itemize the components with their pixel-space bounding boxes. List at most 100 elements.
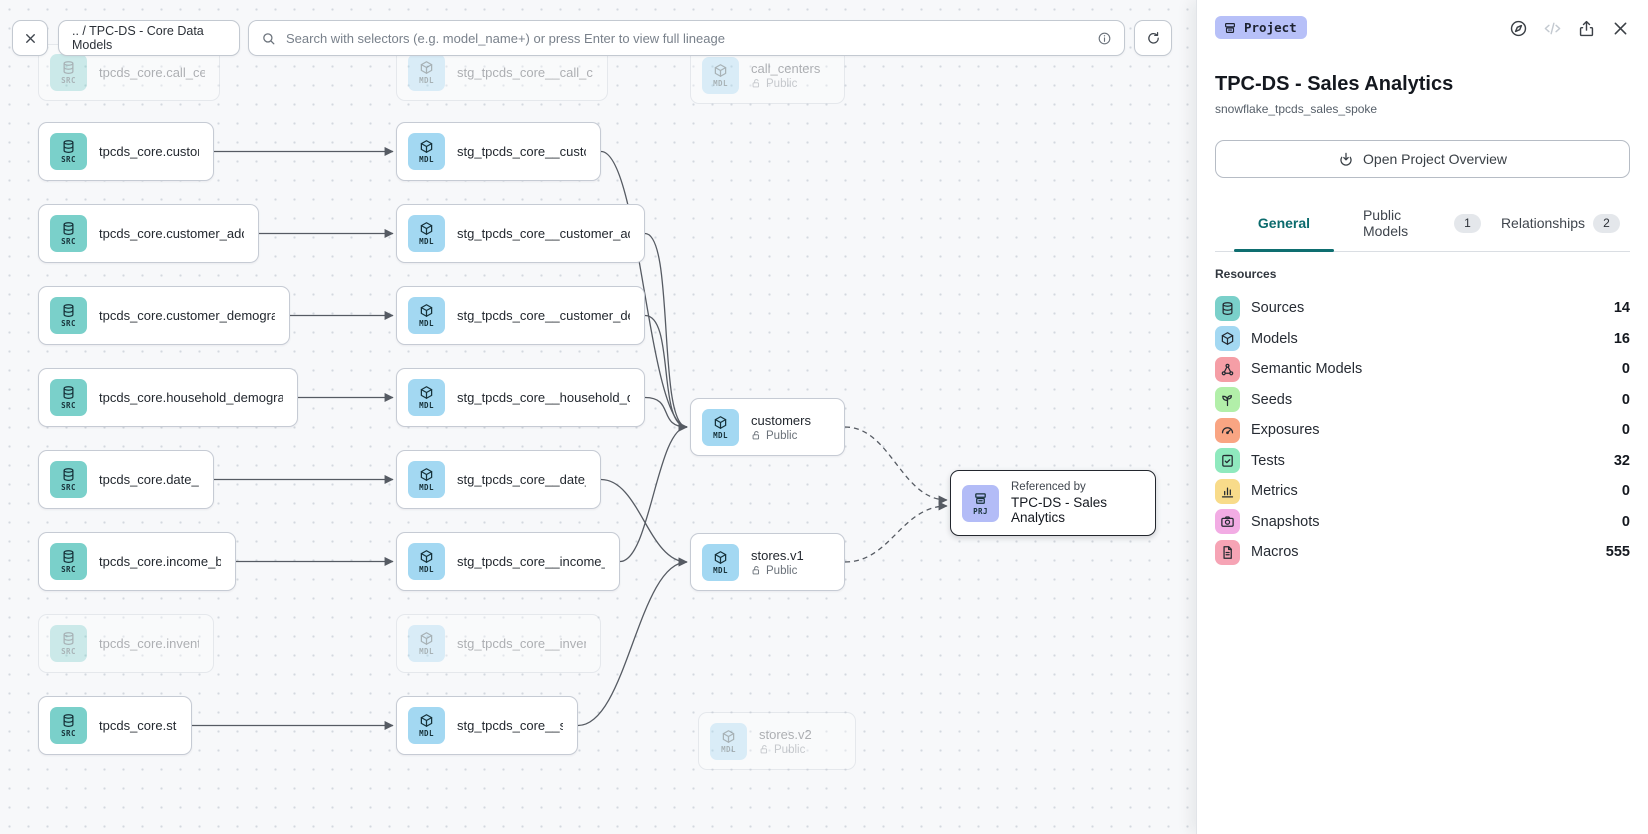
node-label: stg_tpcds_core__customer_address [457, 226, 630, 241]
resource-label: Semantic Models [1251, 361, 1363, 378]
node-label: tpcds_core.store [99, 718, 177, 733]
node-type-tile: MDL [408, 297, 445, 334]
close-panel-icon[interactable] [1611, 19, 1630, 38]
search-icon [263, 32, 275, 44]
node-kicker: Referenced by [1011, 481, 1086, 493]
breadcrumb[interactable]: .. / TPC-DS - Core Data Models [58, 20, 240, 56]
project-type-badge: Project [1215, 16, 1307, 39]
node-label: tpcds_core.call_center [99, 65, 205, 80]
node-type-tag: SRC [61, 319, 76, 328]
refresh-icon [1147, 31, 1159, 44]
public-label: Public [766, 77, 798, 90]
node-label: stg_tpcds_core__inventory [457, 636, 586, 651]
info-icon[interactable] [1097, 31, 1112, 46]
share-icon[interactable] [1577, 19, 1596, 38]
detail-panel: Project TPC-DS - Sales Analytics snowfla… [1196, 0, 1648, 834]
public-access-badge: Public [751, 430, 811, 442]
node-type-tag: MDL [419, 729, 434, 738]
node-label: stg_tpcds_core__customer [457, 144, 586, 159]
search-input[interactable] [284, 29, 1089, 47]
refresh-button[interactable] [1134, 20, 1172, 56]
explore-lineage-icon[interactable] [1509, 19, 1528, 38]
project-icon [975, 492, 986, 504]
node-type-tile: SRC [50, 707, 87, 744]
resource-tile [1215, 356, 1240, 382]
node-label: stores.v1 [751, 547, 804, 563]
cube-icon [420, 550, 433, 563]
node-type-tile: MDL [408, 461, 445, 498]
database-icon [63, 140, 74, 153]
node-type-tag: MDL [713, 565, 728, 575]
node-stg_customer_demographics[interactable]: MDL stg_tpcds_core__customer_demogra… [396, 286, 645, 345]
resource-row-models[interactable]: Models 16 [1215, 324, 1630, 355]
public-label: Public [766, 564, 798, 577]
resource-label: Snapshots [1251, 513, 1320, 530]
open-project-overview-button[interactable]: Open Project Overview [1215, 140, 1630, 178]
tab-general[interactable]: General [1215, 196, 1353, 252]
resource-label: Models [1251, 330, 1298, 347]
resource-count: 0 [1621, 391, 1630, 408]
node-type-tag: SRC [61, 237, 76, 246]
resource-label: Macros [1251, 544, 1299, 561]
node-src_store[interactable]: SRC tpcds_core.store [38, 696, 192, 755]
database-icon [63, 550, 74, 563]
search-bar[interactable] [248, 20, 1125, 56]
resource-count: 16 [1613, 330, 1630, 347]
node-label: tpcds_core.income_band [99, 554, 221, 569]
cube-icon [1221, 332, 1234, 346]
edge-stg_customer_demographics-to-customers [644, 314, 688, 432]
database-icon [63, 714, 74, 727]
node-stg_household_demographics[interactable]: MDLstg_tpcds_core__household_demogr… [396, 368, 645, 427]
cube-icon [420, 468, 433, 481]
resource-tile [1215, 509, 1240, 535]
node-label: stg_tpcds_core__customer_demogra… [457, 308, 630, 323]
node-type-tag: SRC [61, 76, 76, 85]
node-type-tile: MDL [702, 543, 739, 581]
node-label: stg_tpcds_core__call_center [457, 65, 593, 80]
resource-label: Exposures [1251, 422, 1320, 439]
cube-icon [714, 63, 727, 77]
resources-heading: Resources [1215, 267, 1277, 281]
node-type-tile: MDL [408, 543, 445, 580]
file-text-icon [1223, 545, 1232, 559]
tab-label: General [1257, 215, 1311, 231]
node-stg_date_dim[interactable]: MDL stg_tpcds_core__date_dim [396, 450, 601, 509]
edge-stg_income_band-to-customers [619, 422, 688, 563]
node-type-tile: SRC [50, 215, 87, 252]
cube-icon [420, 714, 433, 727]
tab-count-badge: 1 [1453, 213, 1481, 233]
node-label: stg_tpcds_core__date_dim [457, 472, 586, 487]
public-access-badge: Public [759, 744, 812, 756]
tab-label: Relationships [1500, 215, 1585, 231]
project-schema-subtitle: snowflake_tpcds_sales_spoke [1215, 102, 1378, 116]
close-lineage-button[interactable] [12, 20, 48, 56]
cube-icon [722, 729, 735, 743]
database-icon [63, 632, 74, 645]
